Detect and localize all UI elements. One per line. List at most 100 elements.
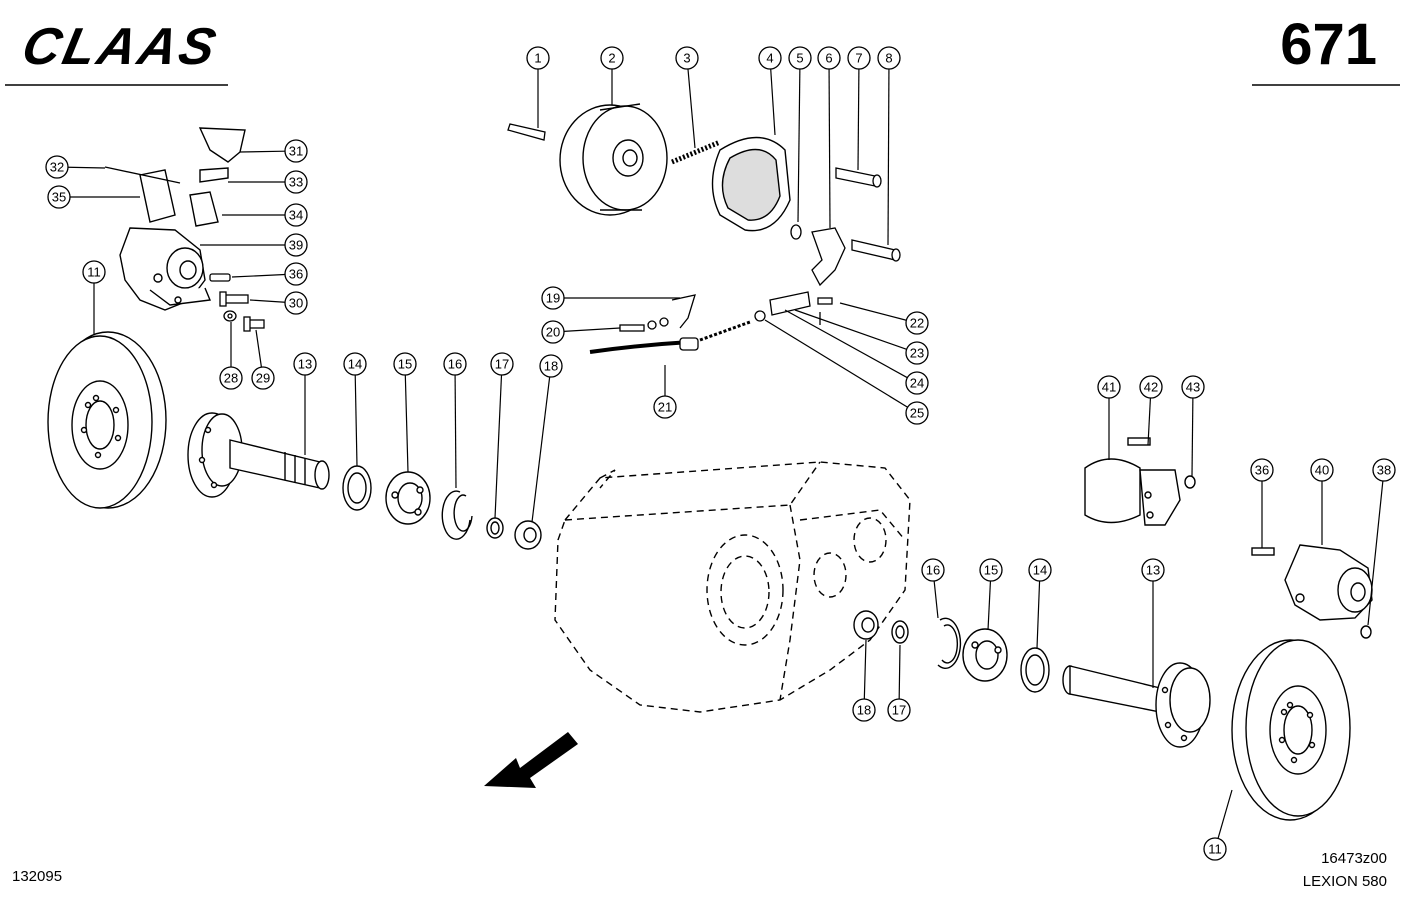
callout-number: 34 <box>289 208 303 223</box>
caliper-bolts-left <box>209 273 265 332</box>
model-name: LEXION 580 <box>1302 873 1387 890</box>
callout-leader <box>933 580 939 619</box>
callout-leader <box>764 319 908 408</box>
callout-balloon <box>1141 558 1165 582</box>
callout-c22: 22 <box>839 302 929 335</box>
callout-leader <box>797 68 801 223</box>
callout-leader <box>898 644 901 700</box>
callout-balloon <box>284 170 308 194</box>
drawing-number: 16473z00 <box>1321 850 1387 867</box>
callout-leader <box>404 374 409 473</box>
callout-leader <box>1217 789 1233 839</box>
callout-balloon <box>251 366 275 390</box>
brake-disc-left <box>47 331 167 509</box>
callout-balloon <box>541 286 565 310</box>
callout-leader <box>454 374 457 489</box>
callout-leader <box>1191 397 1194 477</box>
callout-number: 21 <box>658 400 672 415</box>
callout-c13b: 13 <box>1141 558 1165 688</box>
callout-number: 30 <box>289 296 303 311</box>
callout-balloon <box>82 260 106 284</box>
callout-number: 39 <box>289 238 303 253</box>
callout-leader <box>987 580 992 631</box>
callout-leader <box>494 374 503 519</box>
callout-balloon <box>219 366 243 390</box>
callout-leader <box>239 150 286 153</box>
brake-caliper-right <box>1251 544 1373 639</box>
callout-c8: 8 <box>877 46 901 246</box>
callout-c31: 31 <box>239 139 308 163</box>
callout-leader <box>857 68 860 171</box>
callout-number: 5 <box>796 51 803 66</box>
callout-c19: 19 <box>541 286 680 310</box>
bearing-set-left <box>342 465 542 550</box>
callout-balloon <box>979 558 1003 582</box>
page-number: 671 <box>1280 12 1377 77</box>
callout-number: 7 <box>855 51 862 66</box>
callout-c30: 30 <box>249 291 308 315</box>
callout-number: 31 <box>289 144 303 159</box>
callout-leader <box>354 374 358 467</box>
callout-c16a: 16 <box>443 352 467 489</box>
callout-c16b: 16 <box>921 558 945 619</box>
callout-leader <box>794 309 907 350</box>
callout-balloon <box>1097 375 1121 399</box>
callout-balloon <box>852 698 876 722</box>
callout-c2: 2 <box>600 46 624 105</box>
callout-leader <box>563 327 621 332</box>
brake-pin-and-spring <box>507 123 721 165</box>
callout-number: 11 <box>1208 842 1222 857</box>
callout-balloon <box>443 352 467 376</box>
callout-c38: 38 <box>1367 458 1396 626</box>
brake-caliper-left <box>104 127 246 311</box>
callout-balloon <box>758 46 782 70</box>
bearing-set-right <box>853 610 1050 693</box>
callout-balloon <box>653 395 677 419</box>
callout-balloon <box>905 311 929 335</box>
callout-leader <box>770 68 776 136</box>
callout-c33: 33 <box>228 170 308 194</box>
callout-number: 19 <box>546 291 560 306</box>
callout-balloon <box>877 46 901 70</box>
callout-number: 16 <box>448 357 462 372</box>
callout-c32: 32 <box>45 155 106 179</box>
output-shaft-right <box>1062 662 1211 748</box>
callout-balloon <box>675 46 699 70</box>
callout-balloon <box>343 352 367 376</box>
callout-number: 17 <box>495 357 509 372</box>
callout-balloon <box>1310 458 1334 482</box>
callout-balloon <box>1250 458 1274 482</box>
callout-number: 36 <box>289 267 303 282</box>
callout-c1: 1 <box>526 46 550 128</box>
callout-leader <box>249 299 286 303</box>
callout-number: 6 <box>825 51 832 66</box>
callout-c36b: 36 <box>1250 458 1274 548</box>
callout-number: 13 <box>1146 563 1160 578</box>
callout-number: 42 <box>1144 380 1158 395</box>
callout-number: 4 <box>766 51 773 66</box>
callout-number: 25 <box>910 406 924 421</box>
callout-balloon <box>905 341 929 365</box>
callout-number: 36 <box>1255 463 1269 478</box>
callout-c42: 42 <box>1139 375 1163 446</box>
brake-linkage-parts <box>790 167 901 287</box>
callout-number: 17 <box>892 703 906 718</box>
callout-number: 28 <box>224 371 238 386</box>
callout-c13a: 13 <box>293 352 317 455</box>
callout-c24: 24 <box>784 309 929 395</box>
callout-c5: 5 <box>788 46 812 223</box>
callout-c34: 34 <box>222 203 308 227</box>
callout-number: 14 <box>348 357 362 372</box>
callout-balloon <box>1203 837 1227 861</box>
callout-balloon <box>600 46 624 70</box>
callout-c36a: 36 <box>231 262 308 286</box>
callout-leader <box>1036 580 1041 649</box>
callout-number: 32 <box>50 160 64 175</box>
callout-balloon <box>45 155 69 179</box>
callout-number: 22 <box>910 316 924 331</box>
callout-number: 1 <box>534 51 541 66</box>
callout-c17a: 17 <box>490 352 514 519</box>
callout-number: 33 <box>289 175 303 190</box>
